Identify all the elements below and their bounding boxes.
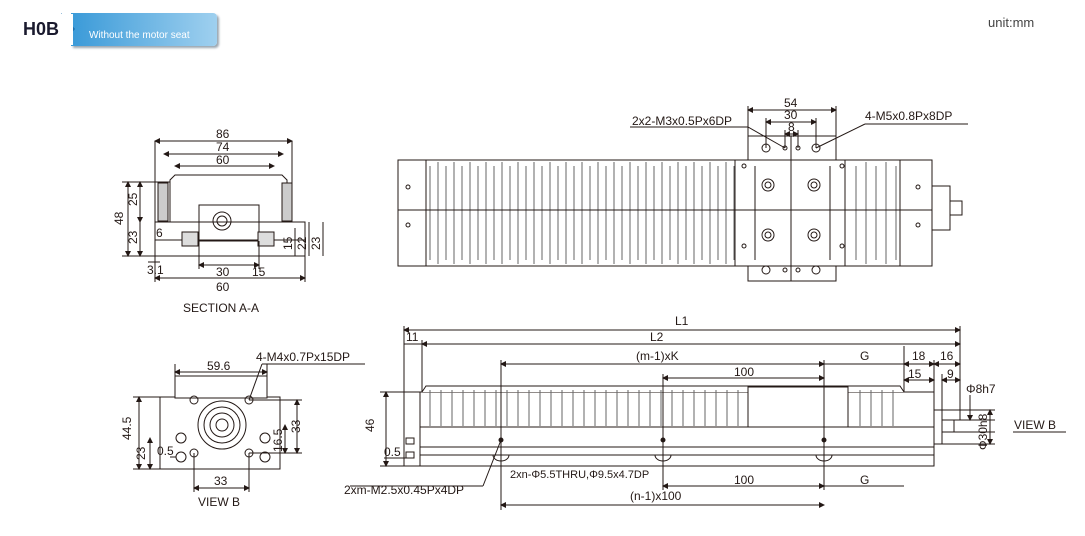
dim-l2: L2 — [650, 330, 664, 344]
dim-11: 11 — [406, 330, 419, 344]
dim-23-right: 23 — [309, 236, 323, 250]
section-title: SECTION A-A — [183, 301, 259, 315]
top-view-labels: 54 30 8 2x2-M3x0.5Px6DP 4-M5x0.8Px8DP — [632, 96, 952, 134]
dim-100-top: 100 — [734, 365, 754, 379]
dim-54: 54 — [784, 96, 798, 110]
side-view-labels: L1 L2 11 (m-1)xK G 18 16 15 9 100 46 0.5… — [344, 314, 1056, 503]
view-b-drawing — [133, 363, 365, 492]
dim-g-top: G — [860, 349, 869, 363]
header-banner — [71, 13, 217, 46]
dim-44-5: 44.5 — [120, 416, 134, 440]
dim-l1: L1 — [675, 314, 689, 328]
dim-60-bottom: 60 — [216, 280, 230, 294]
dim-phi8: Φ8h7 — [966, 382, 996, 396]
holes-tap-label: 2xm-M2.5x0.45Px4DP — [344, 483, 464, 497]
holes-thru-label: 2xn-Φ5.5THRU,Φ9.5x4.7DP — [510, 469, 649, 481]
dim-6: 6 — [156, 226, 163, 240]
dim-30: 30 — [216, 265, 230, 279]
dim-16-5: 16.5 — [271, 428, 285, 452]
dim-g-bottom: G — [860, 473, 869, 487]
dim-phi30: Φ30h8 — [976, 413, 990, 450]
model-code: H0B — [21, 14, 73, 45]
dim-60-top: 60 — [216, 153, 230, 167]
view-b-title: VIEW B — [198, 495, 240, 509]
dim-3-1: 3.1 — [147, 263, 164, 277]
dim-mk: (m-1)xK — [636, 349, 679, 363]
section-a-a-labels: 86 74 60 48 25 23 6 15 22 23 3.1 30 15 6… — [112, 127, 323, 315]
dim-22: 22 — [295, 236, 309, 250]
dim-15-side: 15 — [908, 367, 922, 381]
dim-0-5: 0.5 — [157, 444, 174, 458]
view-b-thread: 4-M4x0.7Px15DP — [256, 350, 350, 364]
dim-25: 25 — [126, 192, 140, 206]
section-a-a-view — [122, 138, 324, 282]
dim-8: 8 — [788, 120, 795, 134]
dim-59-6: 59.6 — [207, 359, 231, 373]
dim-33-horiz: 33 — [214, 474, 228, 488]
dim-16: 16 — [940, 349, 954, 363]
dim-18: 18 — [912, 349, 926, 363]
side-view-drawing — [350, 326, 1066, 510]
dim-0-5-side: 0.5 — [384, 445, 401, 459]
dim-23: 23 — [134, 446, 148, 460]
thread-m5: 4-M5x0.8Px8DP — [865, 109, 952, 123]
model-subtitle: Without the motor seat — [89, 30, 190, 41]
side-view-b-label: VIEW B — [1014, 418, 1056, 432]
dim-15: 15 — [252, 265, 266, 279]
view-b-labels: 59.6 4-M4x0.7Px15DP 44.5 23 0.5 33 16.5 … — [120, 350, 350, 509]
top-view-drawing — [397, 106, 968, 282]
dim-9: 9 — [947, 367, 954, 381]
thread-m3: 2x2-M3x0.5Px6DP — [632, 114, 732, 128]
dim-46: 46 — [363, 418, 377, 432]
dim-48: 48 — [112, 211, 126, 225]
dim-86: 86 — [216, 127, 230, 141]
dim-74: 74 — [216, 140, 230, 154]
unit-label: unit:mm — [988, 15, 1035, 30]
dim-30-top: 30 — [784, 108, 798, 122]
dim-33-vert: 33 — [289, 419, 303, 433]
dim-n100: (n-1)x100 — [630, 489, 682, 503]
dim-100-bottom: 100 — [734, 473, 754, 487]
dim-15-vert: 15 — [281, 236, 295, 250]
dim-23-left: 23 — [126, 230, 140, 244]
model-header: H0B Without the motor seat — [21, 10, 217, 46]
